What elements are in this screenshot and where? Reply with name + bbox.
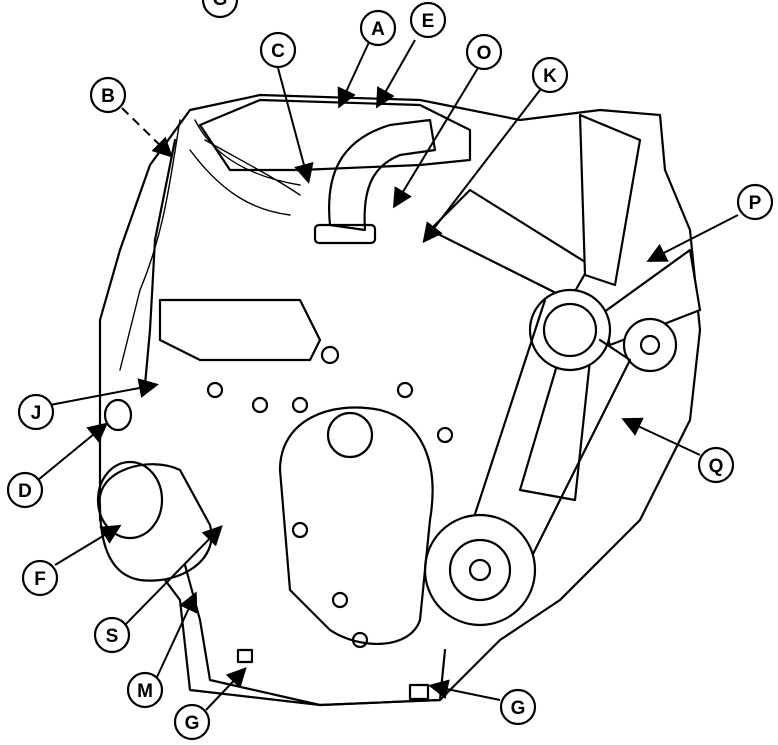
timing-cover-boss	[326, 411, 374, 459]
callout-label-C: C	[271, 41, 285, 62]
callout-P: P	[736, 183, 774, 221]
alternator-pulley	[622, 317, 678, 373]
callout-bubble	[126, 671, 164, 709]
callout-bubble	[259, 31, 297, 69]
callout-label-E: E	[422, 11, 435, 32]
callout-label-G-top: G	[213, 0, 228, 10]
callout-J: J	[17, 393, 55, 431]
callout-F: F	[21, 559, 59, 597]
injection-pump	[158, 298, 322, 362]
callout-label-G-bottom-right: G	[511, 698, 526, 719]
oil-fill-cap	[103, 398, 133, 432]
callout-label-F: F	[34, 569, 46, 590]
fan-hub-inner	[542, 302, 598, 358]
callout-O: O	[465, 33, 503, 71]
dipstick-tube	[143, 138, 177, 387]
callout-K: K	[531, 56, 569, 94]
callout-D: D	[6, 471, 44, 509]
callout-label-P: P	[749, 193, 762, 214]
callout-bubble	[499, 688, 537, 726]
hose-clamp	[313, 223, 377, 245]
callout-bubble	[531, 56, 569, 94]
fan-blade-1	[428, 188, 592, 302]
callout-Q: Q	[697, 446, 735, 484]
callout-bubble	[21, 559, 59, 597]
intake-hose	[328, 118, 437, 232]
callout-label-B: B	[101, 86, 115, 107]
callout-G-bottom-left: G	[173, 703, 211, 741]
crank-pulley-inner	[448, 538, 512, 602]
callout-bubble	[697, 446, 735, 484]
callout-G-bottom-right: G	[499, 688, 537, 726]
callout-bubble	[736, 183, 774, 221]
callout-bubble	[201, 0, 239, 19]
leader-lines	[37, 39, 739, 711]
callout-bubble	[409, 1, 447, 39]
callout-label-O: O	[477, 43, 492, 64]
drain-plug-left	[236, 648, 254, 664]
callout-bubble	[465, 33, 503, 71]
callout-bubble	[359, 9, 397, 47]
callout-label-Q: Q	[709, 456, 724, 477]
callout-bubble	[93, 616, 131, 654]
callout-label-A: A	[371, 19, 385, 40]
callout-M: M	[126, 671, 164, 709]
callout-G-top: G	[201, 0, 239, 19]
callout-C: C	[259, 31, 297, 69]
callout-S: S	[93, 616, 131, 654]
callout-bubble	[17, 393, 55, 431]
callout-bubble	[173, 703, 211, 741]
timing-cover	[278, 406, 434, 646]
callout-label-M: M	[137, 681, 153, 702]
callout-B: B	[89, 76, 127, 114]
oil-filter-end	[96, 460, 164, 540]
crank-pulley	[423, 513, 537, 627]
rocker-cover	[198, 98, 472, 172]
callout-A: A	[359, 9, 397, 47]
bolts	[206, 345, 454, 649]
callout-label-J: J	[31, 403, 42, 424]
injection-lines	[119, 119, 301, 371]
engine-illustration	[96, 93, 702, 707]
callout-label-K: K	[543, 66, 557, 87]
callout-label-S: S	[106, 626, 119, 647]
callout-label-D: D	[18, 481, 32, 502]
crank-pulley-center	[468, 558, 492, 582]
fan-hub	[528, 288, 612, 372]
callout-bubble	[89, 76, 127, 114]
drain-plug-right	[408, 683, 430, 701]
fan-blade-2	[578, 113, 642, 287]
callout-bubble	[6, 471, 44, 509]
callout-label-G-bottom-left: G	[185, 713, 200, 734]
alternator-pulley-center	[639, 334, 661, 356]
callout-E: E	[409, 1, 447, 39]
